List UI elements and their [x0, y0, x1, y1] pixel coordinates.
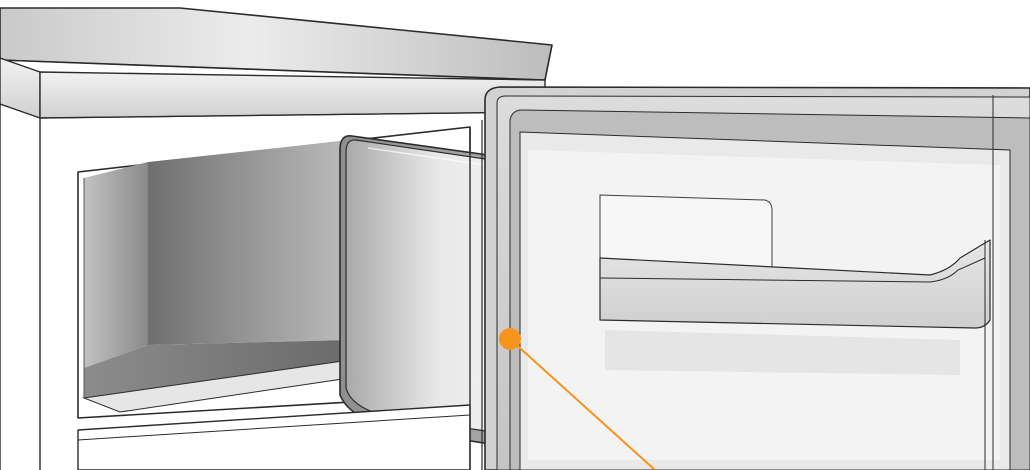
cabinet-top — [0, 8, 552, 118]
callout-dot-icon — [499, 328, 521, 350]
fridge-door — [485, 87, 1030, 470]
